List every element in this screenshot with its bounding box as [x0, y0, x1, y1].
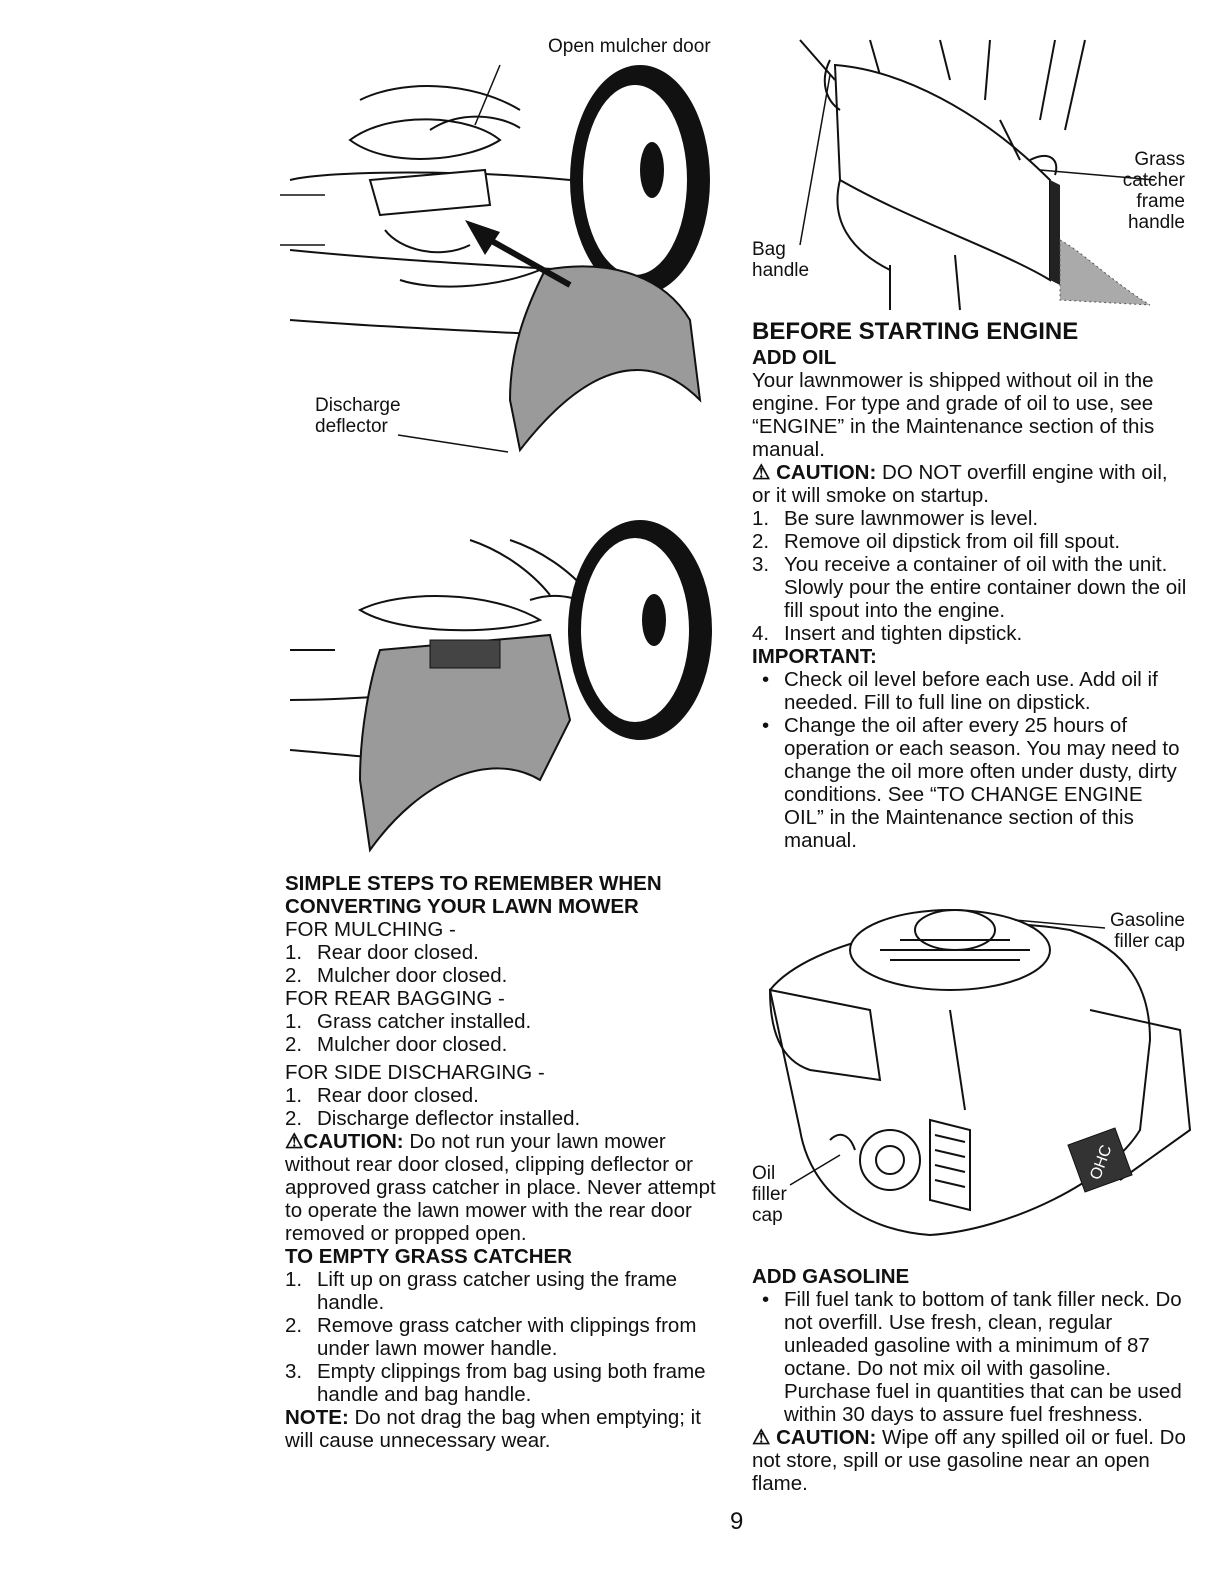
- discharging-list: 1.Rear door closed. 2.Discharge deflecto…: [285, 1084, 725, 1130]
- list-item: 1.Grass catcher installed.: [285, 1010, 532, 1033]
- mulching-title: FOR MULCHING -: [285, 918, 456, 941]
- list-item: Fill fuel tank to bottom of tank filler …: [752, 1288, 1192, 1426]
- convert-heading-1: SIMPLE STEPS TO REMEMBER WHEN: [285, 872, 662, 895]
- right-column-oil: BEFORE STARTING ENGINE ADD OIL Your lawn…: [752, 318, 1187, 852]
- empty-note: NOTE: Do not drag the bag when emptying;…: [285, 1406, 701, 1452]
- add-gasoline-heading: ADD GASOLINE: [752, 1265, 910, 1288]
- discharge-deflector-label: Discharge deflector: [315, 395, 401, 437]
- oil-steps-list: 1.Be sure lawnmower is level. 2.Remove o…: [752, 507, 1187, 645]
- mulching-list: 1.Rear door closed. 2.Mulcher door close…: [285, 941, 725, 987]
- warning-icon: ⚠: [285, 1130, 304, 1153]
- list-item: Change the oil after every 25 hours of o…: [752, 714, 1187, 852]
- add-oil-heading: ADD OIL: [752, 346, 837, 369]
- list-item: 2.Mulcher door closed.: [285, 964, 508, 987]
- list-item: 2.Remove oil dipstick from oil fill spou…: [752, 530, 1121, 553]
- warning-icon: ⚠: [752, 461, 771, 484]
- list-item: Check oil level before each use. Add oil…: [752, 668, 1187, 714]
- list-item: 2.Remove grass catcher with clippings fr…: [285, 1314, 697, 1360]
- mulcher-door-figure: [280, 64, 710, 453]
- discharge-deflector-figure: [289, 520, 712, 853]
- oil-filler-cap-label: Oil filler cap: [752, 1163, 787, 1226]
- empty-steps-list: 1.Lift up on grass catcher using the fra…: [285, 1268, 725, 1406]
- list-item: 1.Rear door closed.: [285, 941, 479, 964]
- discharging-title: FOR SIDE DISCHARGING -: [285, 1061, 545, 1084]
- right-column-gas: ADD GASOLINE Fill fuel tank to bottom of…: [752, 1265, 1192, 1495]
- engine-figure: OHC: [768, 909, 1192, 1237]
- grass-catcher-figure: [799, 39, 1156, 311]
- mower-caution: ⚠CAUTION: Do not run your lawn mower wit…: [285, 1130, 716, 1245]
- important-heading: IMPORTANT:: [752, 645, 877, 668]
- bag-handle-label: Bag handle: [752, 239, 810, 281]
- warning-icon: ⚠: [752, 1426, 771, 1449]
- bagging-list: 1.Grass catcher installed. 2.Mulcher doo…: [285, 1010, 725, 1056]
- empty-catcher-title: TO EMPTY GRASS CATCHER: [285, 1245, 573, 1268]
- list-item: 2.Discharge deflector installed.: [285, 1107, 581, 1130]
- gasoline-filler-cap-label: Gasoline filler cap: [1110, 910, 1185, 952]
- list-item: 1.Rear door closed.: [285, 1084, 479, 1107]
- gas-caution: ⚠ CAUTION: Wipe off any spilled oil or f…: [752, 1426, 1186, 1495]
- list-item: 4.Insert and tighten dipstick.: [752, 622, 1023, 645]
- bagging-title: FOR REAR BAGGING -: [285, 987, 505, 1010]
- list-item: 1.Be sure lawnmower is level.: [752, 507, 1039, 530]
- oil-intro: Your lawnmower is shipped without oil in…: [752, 369, 1155, 461]
- gas-list: Fill fuel tank to bottom of tank filler …: [752, 1288, 1192, 1426]
- list-item: 1.Lift up on grass catcher using the fra…: [285, 1268, 678, 1314]
- important-list: Check oil level before each use. Add oil…: [752, 668, 1187, 852]
- convert-heading-2: CONVERTING YOUR LAWN MOWER: [285, 895, 639, 918]
- list-item: 3.You receive a container of oil with th…: [752, 553, 1187, 622]
- oil-caution: ⚠ CAUTION: DO NOT overfill engine with o…: [752, 461, 1168, 507]
- grass-catcher-frame-handle-label: Grass catcher frame handle: [1122, 149, 1185, 233]
- list-item: 2.Mulcher door closed.: [285, 1033, 508, 1056]
- open-mulcher-door-label: Open mulcher door: [548, 36, 711, 57]
- page-number: 9: [730, 1508, 744, 1535]
- list-item: 3.Empty clippings from bag using both fr…: [285, 1360, 706, 1406]
- before-starting-heading: BEFORE STARTING ENGINE: [752, 318, 1079, 345]
- left-column: SIMPLE STEPS TO REMEMBER WHEN CONVERTING…: [285, 872, 725, 1452]
